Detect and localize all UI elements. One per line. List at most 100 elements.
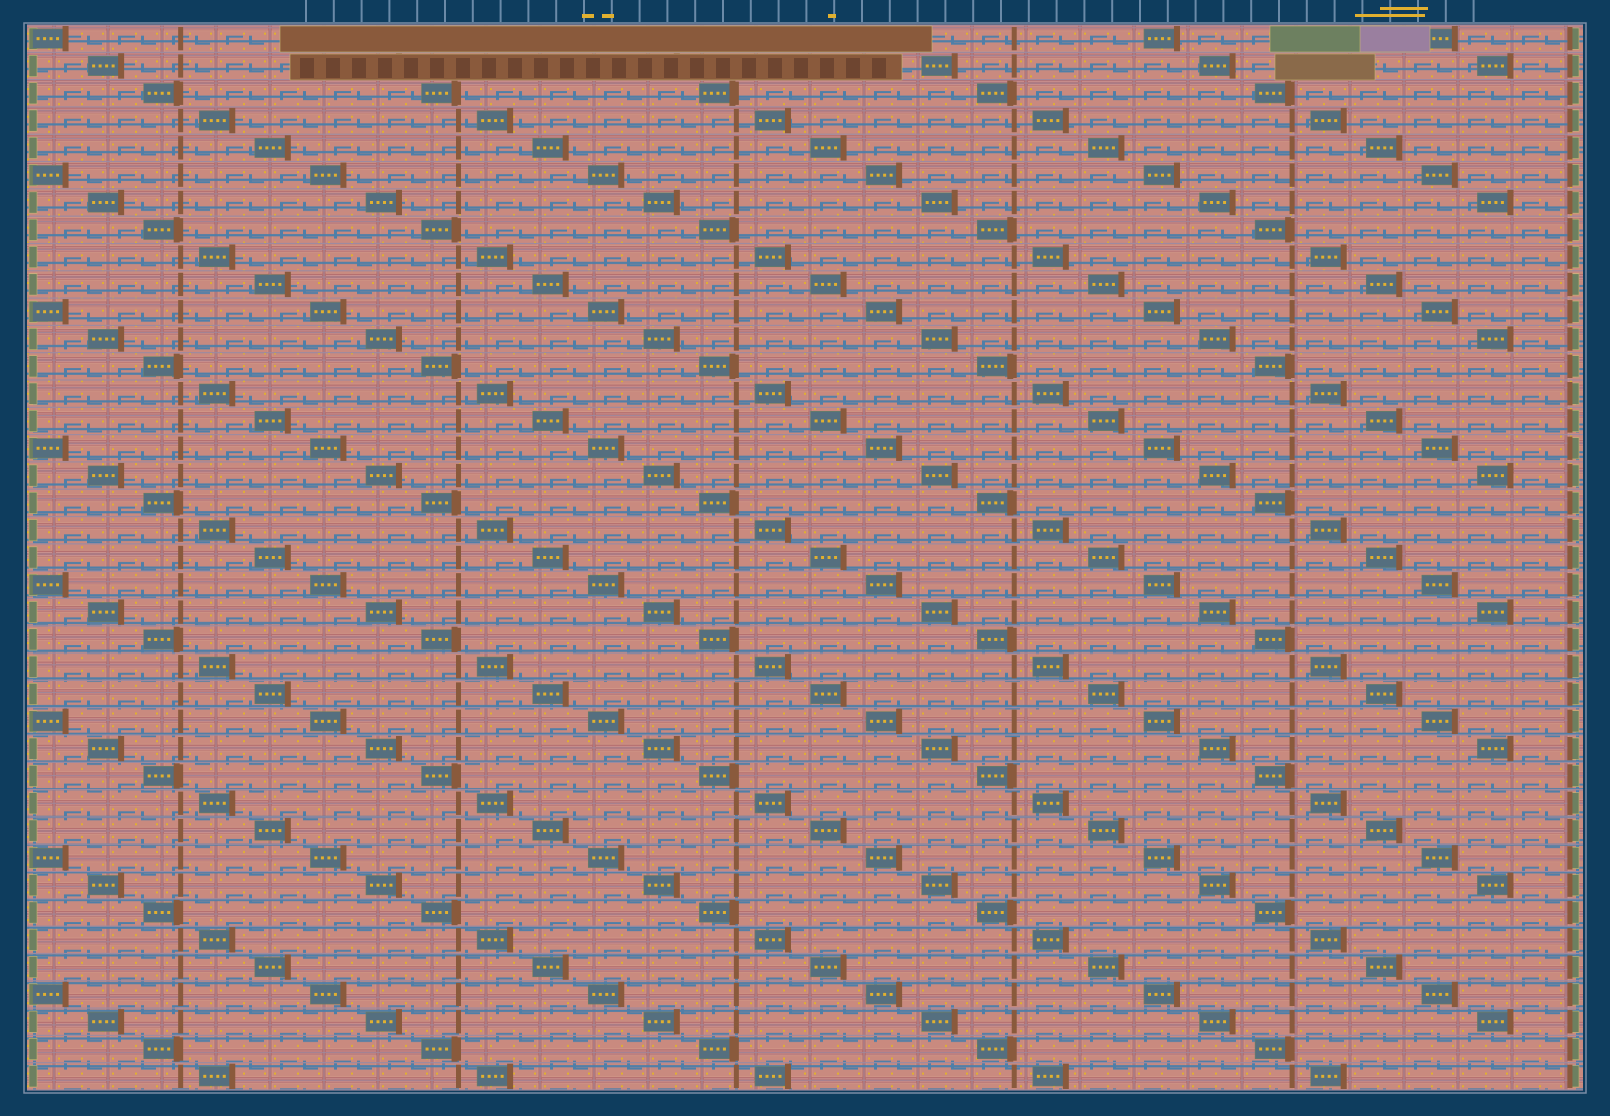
wordline-strap (733, 1010, 739, 1034)
poly-gate (1396, 817, 1403, 844)
contact (1043, 255, 1047, 259)
contact (327, 719, 331, 723)
poly-gate (729, 1036, 736, 1062)
poly-gate (395, 462, 402, 489)
contact (49, 37, 53, 41)
contact (1160, 446, 1164, 450)
contact (938, 610, 942, 614)
contact (209, 528, 213, 532)
contact (258, 282, 262, 286)
contact (536, 556, 540, 559)
poly-gate (840, 681, 847, 707)
wordline-strap (1289, 1064, 1295, 1088)
contact (1216, 610, 1220, 614)
contact (660, 747, 664, 751)
contact (98, 610, 102, 614)
contact (494, 119, 498, 123)
contact (945, 201, 949, 204)
contact (592, 992, 596, 996)
poly-gate (284, 271, 291, 298)
poly-gate (896, 708, 903, 734)
contact (1314, 801, 1318, 805)
poly-gate (1173, 162, 1180, 188)
contact (369, 337, 373, 341)
contact (209, 801, 213, 805)
wordline-strap (1289, 300, 1295, 324)
decoder-driver (300, 58, 314, 78)
contact (369, 1020, 373, 1024)
poly-gate (1451, 162, 1458, 188)
wordline-strap (178, 573, 184, 597)
contact (1167, 37, 1171, 41)
poly-gate (284, 135, 291, 161)
contact (432, 91, 436, 95)
contact (821, 146, 825, 150)
wordline-strap (1011, 791, 1017, 815)
contact (722, 501, 726, 505)
contact (1487, 747, 1491, 751)
contact (932, 64, 936, 68)
contact (222, 801, 226, 805)
contact (876, 856, 880, 860)
contact (500, 528, 504, 532)
contact (1438, 173, 1442, 177)
contact (716, 911, 720, 914)
wordline-strap (178, 463, 184, 488)
contact (494, 392, 498, 396)
contact (1327, 1074, 1331, 1078)
contact (1111, 146, 1115, 150)
contact (1167, 173, 1171, 177)
contact (765, 938, 769, 942)
contact (925, 610, 929, 614)
edge-tap-left (28, 901, 38, 924)
contact (1494, 610, 1498, 614)
wordline-strap (1011, 190, 1017, 215)
contact (1000, 364, 1004, 368)
poly-gate (340, 162, 347, 188)
contact (1147, 173, 1151, 177)
poly-gate (1396, 408, 1403, 434)
wordline-strap (1289, 218, 1295, 242)
wordline-strap (456, 327, 462, 351)
contact (536, 965, 540, 969)
contact (425, 774, 429, 778)
contact (758, 255, 762, 259)
wordline-strap (456, 1010, 462, 1034)
contact (1043, 938, 1047, 942)
wordline-strap (1011, 1037, 1017, 1061)
contact (1389, 146, 1393, 150)
poly-gate (951, 599, 958, 625)
contact (1223, 64, 1227, 68)
contact (821, 965, 825, 969)
wordline-strap (1567, 791, 1573, 815)
contact (43, 856, 47, 860)
contact (994, 1047, 998, 1051)
wordline-strap (456, 737, 462, 761)
contact (945, 747, 949, 751)
contact (1500, 747, 1504, 751)
contact (1327, 938, 1331, 942)
poly-gate (1229, 736, 1236, 762)
contact (709, 501, 713, 505)
wordline-strap (178, 682, 184, 706)
contact (889, 310, 893, 314)
wordline-strap (733, 272, 739, 297)
io-pin (388, 0, 391, 22)
contact (654, 883, 658, 887)
contact (870, 583, 874, 587)
wordline-strap (178, 108, 184, 133)
io-pin (722, 0, 724, 22)
contact (105, 747, 109, 751)
contact (278, 282, 282, 286)
poly-gate (618, 981, 625, 1008)
contact (925, 64, 929, 68)
contact (1223, 337, 1227, 341)
poly-gate (284, 954, 291, 980)
contact (1432, 310, 1436, 314)
contact (932, 337, 936, 341)
contact (216, 801, 220, 805)
wordline-strap (178, 655, 184, 679)
contact (1500, 201, 1504, 204)
edge-tap-left (28, 109, 38, 132)
